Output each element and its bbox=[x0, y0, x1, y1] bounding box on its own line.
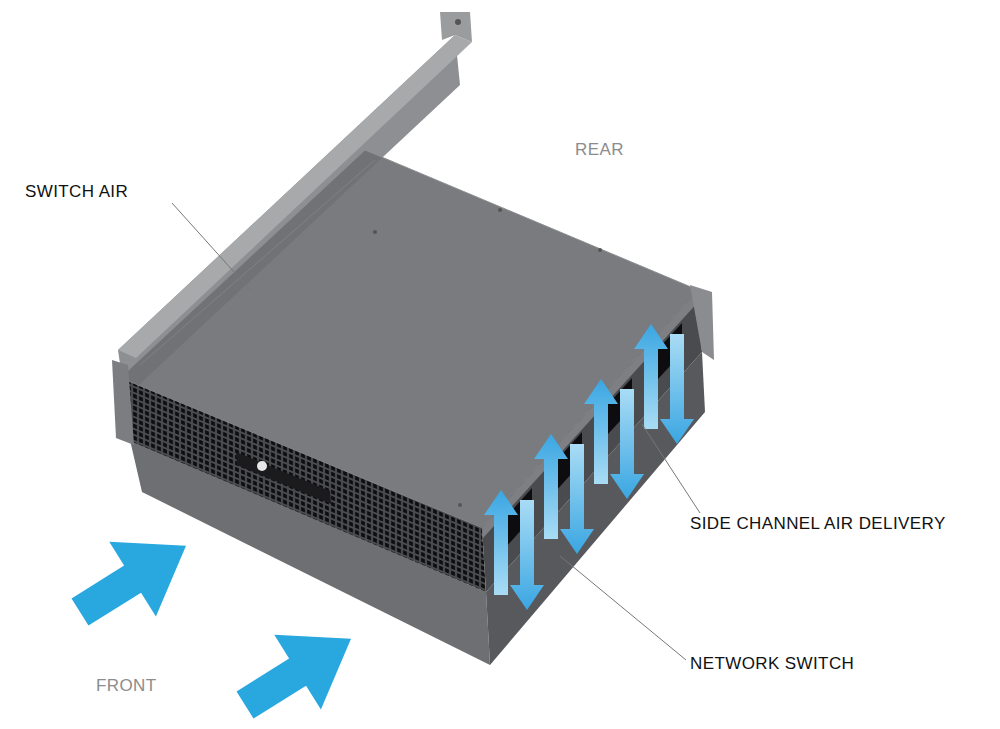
front-logo bbox=[257, 461, 267, 471]
airflow-arrow-down bbox=[510, 500, 544, 610]
airflow-arrow-up bbox=[584, 379, 618, 484]
side-channel-lip bbox=[482, 290, 700, 538]
cover-screw bbox=[598, 248, 602, 252]
intake-arrow bbox=[57, 508, 210, 649]
orientation-label: REAR bbox=[575, 141, 624, 159]
part-label: SWITCH AIR bbox=[25, 183, 128, 201]
orientation-label: FRONT bbox=[96, 677, 157, 695]
mount-hole bbox=[455, 19, 461, 25]
side-channel bbox=[482, 290, 702, 592]
intake-arrow bbox=[222, 601, 375, 729]
leader-line bbox=[172, 203, 252, 292]
airflow-arrow-down bbox=[560, 444, 594, 554]
front-mount-ear bbox=[112, 360, 134, 445]
cover-screw bbox=[373, 230, 377, 234]
part-label: NETWORK SWITCH bbox=[690, 655, 854, 673]
front-badge bbox=[236, 452, 331, 504]
airflow-arrow-down bbox=[610, 389, 644, 499]
cover-screw bbox=[498, 208, 502, 212]
leader-line bbox=[560, 556, 686, 660]
rear-mount-ear bbox=[440, 12, 472, 42]
airflow-arrow-down bbox=[660, 334, 694, 444]
part-label: SIDE CHANNEL AIR DELIVERY bbox=[690, 515, 946, 533]
airflow-arrow-up bbox=[634, 324, 668, 429]
airflow-arrow-up bbox=[534, 434, 568, 539]
airflow-arrow-up bbox=[484, 490, 518, 595]
rear-mount-ear bbox=[690, 285, 714, 360]
cover-screw bbox=[458, 503, 462, 507]
leader-line bbox=[642, 424, 700, 513]
cover-edge bbox=[140, 160, 375, 365]
